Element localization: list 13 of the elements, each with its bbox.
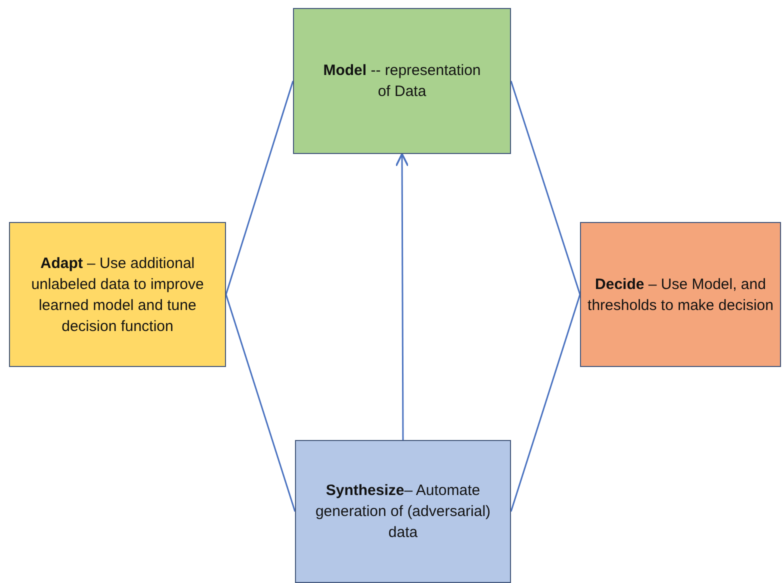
process-box: [293, 8, 511, 154]
connector-line: [510, 80, 581, 295]
process-box: [580, 222, 781, 367]
process-box: [9, 222, 226, 367]
process-box: [295, 440, 511, 583]
box-text: Decide – Use Model, and thresholds to make decision: [586, 274, 774, 316]
box-text: Model -- representation of Data: [322, 61, 482, 102]
connector-line: [225, 80, 294, 295]
connector-line: [225, 294, 296, 512]
arrow: [395, 153, 409, 440]
box-text: Adapt – Use additional unlabeled data to improve learned model and tune decision function: [30, 254, 205, 336]
connector-line: [510, 294, 581, 512]
box-text: Synthesize– Automate generation of (adversarial) data: [314, 481, 492, 543]
